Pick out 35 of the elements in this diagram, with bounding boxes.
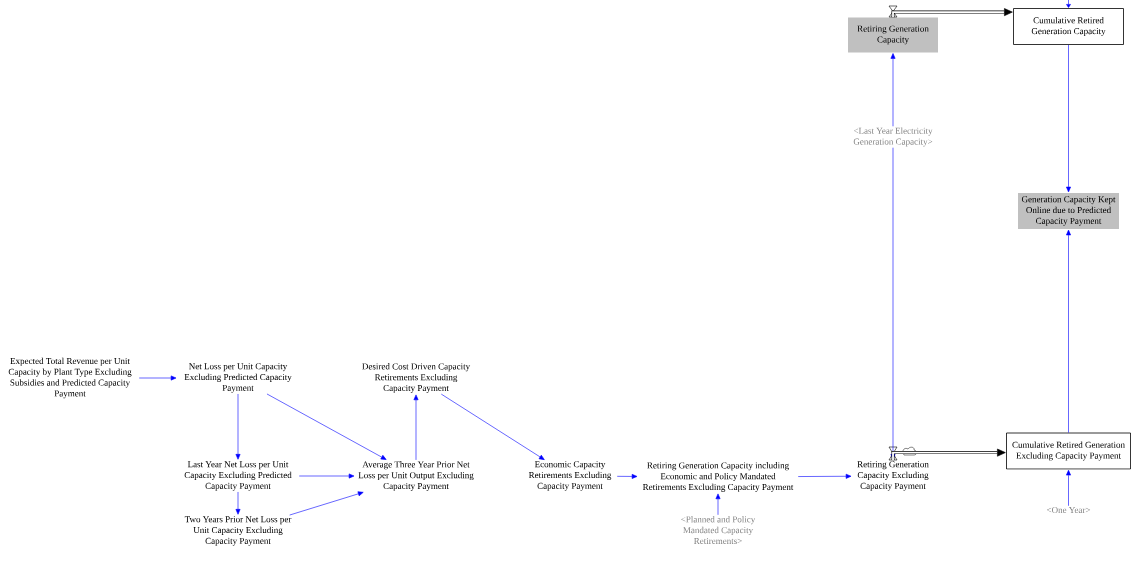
variable-label: Last Year Net Loss per Unit Capacity Excluding Predicted Capacity Payment	[184, 461, 292, 491]
stock-box: Cumulative Retired Generation Capacity	[1013, 8, 1124, 45]
arrow	[413, 394, 419, 461]
variable-label: <Last Year Electricity Generation Capacity>	[853, 127, 933, 147]
arrow	[616, 474, 638, 479]
arrow	[235, 491, 241, 515]
arrow	[266, 393, 387, 460]
arrow	[289, 491, 364, 516]
variable-label: Desired Cost Driven Capacity Retirements Excluding Capacity Payment	[362, 363, 471, 393]
arrow	[1066, 44, 1071, 193]
double-arrow	[891, 8, 1013, 19]
stock-box: Cumulative Retired Generation Excluding Capacity Payment	[1006, 432, 1131, 470]
variable-label: Expected Total Revenue per Unit Capacity by Plant Type Excluding Subsidies and Predicted Capacity Payment	[8, 357, 132, 399]
variable-label: <Planned and Policy Mandated Capacity Retirements>	[681, 516, 756, 544]
arrow	[1066, 229, 1071, 433]
variable-label: Economic Capacity Retirements Excluding Capacity Payment	[528, 461, 612, 491]
arrow	[715, 493, 721, 516]
variable-label: Two Years Prior Net Loss per Unit Capacity Excluding Capacity Payment	[184, 516, 292, 546]
arrow	[138, 375, 177, 381]
variable-box: Retiring Generation Capacity	[848, 17, 938, 53]
arrow	[440, 393, 545, 460]
arrow	[890, 53, 896, 127]
variable-label: Net Loss per Unit Capacity Excluding Predicted Capacity Payment	[184, 363, 292, 393]
arrow	[235, 393, 241, 460]
arrow	[797, 473, 852, 479]
variable-label: Retiring Generation Capacity Excluding Capacity Payment	[857, 461, 929, 491]
variable-label: Average Three Year Prior Net Loss per Unit Output Excluding Capacity Payment	[358, 461, 474, 491]
arrow	[298, 473, 355, 479]
variable-label: <One Year>	[1047, 507, 1091, 514]
arrow	[890, 147, 896, 460]
variable-box: Generation Capacity Kept Online due to Predicted Capacity Payment	[1018, 192, 1119, 230]
arrow	[1066, 469, 1071, 507]
double-arrow	[891, 448, 1006, 461]
arrow	[1066, 0, 1071, 8]
variable-label: Retiring Generation Capacity including Economic and Policy Mandated Retirements Excluding Capacity Payment	[642, 462, 794, 492]
